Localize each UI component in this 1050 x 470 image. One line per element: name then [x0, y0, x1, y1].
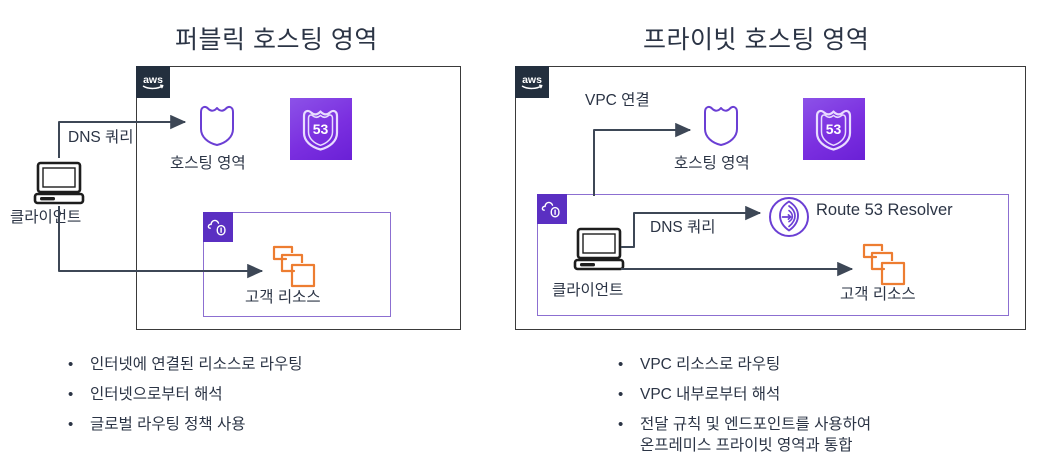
bullet-item: • 글로벌 라우팅 정책 사용	[68, 415, 468, 436]
private-panel-title: 프라이빗 호스팅 영역	[643, 26, 870, 54]
private-dns-query-label: DNS 쿼리	[650, 219, 716, 236]
bullet-label: 전달 규칙 및 엔드포인트를 사용하여 온프레미스 프라이빗 영역과 통합	[640, 415, 872, 454]
svg-text:53: 53	[313, 121, 329, 137]
public-hosted-zone-label: 호스팅 영역	[170, 155, 246, 172]
route53-resolver-icon	[768, 196, 810, 238]
public-client-icon	[33, 160, 85, 206]
private-hosted-zone-label: 호스팅 영역	[674, 155, 750, 172]
public-panel-title: 퍼블릭 호스팅 영역	[175, 26, 378, 54]
bullet-marker: •	[68, 415, 74, 433]
aws-logo-badge: aws	[515, 66, 549, 98]
bullet-label: 글로벌 라우팅 정책 사용	[90, 415, 246, 433]
route53-product-icon: 53	[803, 98, 865, 160]
bullet-marker: •	[68, 356, 74, 373]
customer-resources-icon	[272, 245, 320, 289]
public-customer-resources-label: 고객 리소스	[245, 289, 321, 306]
bullet-item: • VPC 내부로부터 해석	[618, 385, 1038, 406]
route53-product-icon: 53	[290, 98, 352, 160]
vpc-cloud-lock-icon	[203, 212, 233, 242]
public-client-label: 클라이언트	[10, 209, 82, 226]
bullet-item: • 인터넷에 연결된 리소스로 라우팅	[68, 355, 468, 376]
bullet-marker: •	[68, 385, 74, 403]
public-dns-query-label: DNS 쿼리	[68, 129, 134, 146]
bullet-label: VPC 리소스로 라우팅	[640, 356, 781, 373]
svg-text:aws: aws	[143, 74, 163, 86]
route53-resolver-label: Route 53 Resolver	[816, 201, 953, 219]
svg-text:aws: aws	[522, 74, 542, 86]
bullet-marker: •	[618, 415, 624, 433]
customer-resources-icon	[862, 243, 910, 287]
private-bullet-list: • VPC 리소스로 라우팅 • VPC 내부로부터 해석 • 전달 규칙 및 …	[618, 355, 1038, 466]
bullet-label: 인터넷에 연결된 리소스로 라우팅	[90, 356, 303, 373]
hosted-zone-shield-icon	[700, 103, 742, 147]
bullet-marker: •	[618, 385, 624, 403]
public-bullet-list: • 인터넷에 연결된 리소스로 라우팅 • 인터넷으로부터 해석 • 글로벌 라…	[68, 355, 468, 445]
svg-text:53: 53	[826, 121, 842, 137]
private-vpc-box	[537, 194, 1009, 316]
hosted-zone-shield-icon	[196, 103, 238, 147]
bullet-label: 인터넷으로부터 해석	[90, 385, 223, 403]
private-client-label: 클라이언트	[552, 282, 624, 299]
bullet-item: • 인터넷으로부터 해석	[68, 385, 468, 406]
vpc-link-label: VPC 연결	[585, 92, 650, 109]
aws-logo-badge: aws	[136, 66, 170, 98]
bullet-label: VPC 내부로부터 해석	[640, 385, 781, 403]
private-client-icon	[573, 226, 625, 272]
bullet-marker: •	[618, 356, 624, 373]
bullet-item: • VPC 리소스로 라우팅	[618, 355, 1038, 376]
vpc-cloud-lock-icon	[537, 194, 567, 224]
bullet-item: • 전달 규칙 및 엔드포인트를 사용하여 온프레미스 프라이빗 영역과 통합	[618, 415, 1038, 457]
private-customer-resources-label: 고객 리소스	[840, 286, 916, 303]
